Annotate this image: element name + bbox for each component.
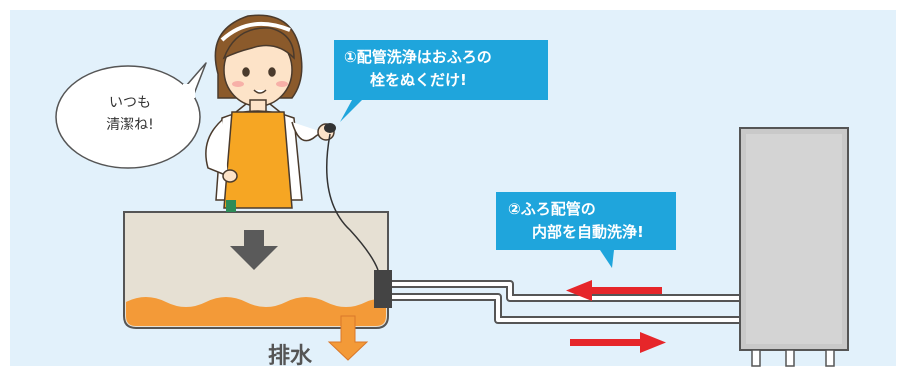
- drain-label: 排水: [268, 344, 313, 369]
- callout-step1-shape: [334, 40, 548, 122]
- arrow-down-icon: [230, 230, 278, 270]
- callout-step1: ①配管洗浄はおふろの 栓をぬくだけ!: [344, 46, 492, 92]
- arrow-left-icon: [566, 280, 662, 301]
- thought-text: いつも 清潔ね!: [80, 92, 180, 136]
- water-heater: [739, 127, 849, 367]
- callout-step2-shape: [496, 192, 676, 268]
- callout-step2-line1: ②ふろ配管の: [508, 200, 596, 218]
- woman-figure: [205, 14, 336, 212]
- callout-step1-line2: 栓をぬくだけ!: [370, 71, 467, 89]
- thought-line2: 清潔ね!: [106, 117, 154, 133]
- thought-line1: いつも: [109, 95, 151, 111]
- plug-chain: [325, 133, 379, 271]
- drain-arrow-icon: [327, 315, 369, 361]
- thought-bubble: [55, 62, 207, 169]
- arrow-right-icon: [570, 332, 666, 353]
- bathtub: [123, 211, 392, 329]
- callout-step1-line1: ①配管洗浄はおふろの: [344, 48, 492, 66]
- callout-step2-line2: 内部を自動洗浄!: [532, 223, 644, 241]
- pipes: [388, 280, 759, 324]
- callout-step2: ②ふろ配管の 内部を自動洗浄!: [508, 198, 644, 244]
- bath-water: [126, 297, 386, 326]
